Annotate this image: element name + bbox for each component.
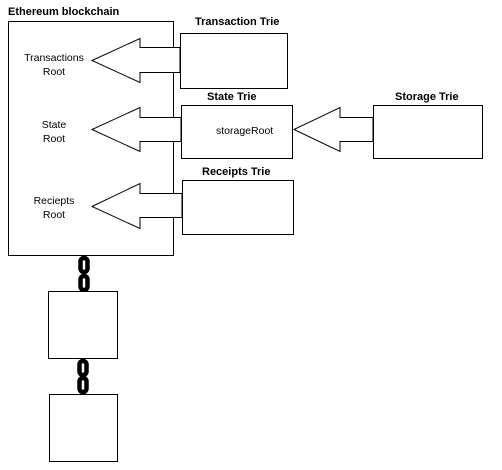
chained-block-2 bbox=[49, 394, 118, 462]
chain-link-1 bbox=[78, 255, 90, 293]
state-root-label-line1: State bbox=[42, 119, 67, 131]
state-trie-title: State Trie bbox=[207, 91, 257, 103]
receipts-trie-box bbox=[182, 180, 294, 235]
state-root-label-line2: Root bbox=[43, 133, 65, 145]
storage-trie-box bbox=[373, 105, 483, 159]
chain-link-2 bbox=[77, 358, 89, 395]
transactions-root-arrow bbox=[90, 37, 181, 84]
storage-root-label: storageRoot bbox=[216, 125, 273, 137]
main-block-title: Ethereum blockchain bbox=[8, 6, 120, 18]
storage-trie-title: Storage Trie bbox=[395, 91, 459, 103]
chained-block-1 bbox=[48, 291, 118, 359]
transactions-root-label-line1: Transactions bbox=[24, 52, 84, 64]
transactions-root-label-line2: Root bbox=[43, 66, 65, 78]
state-trie-box bbox=[181, 105, 293, 159]
transaction-trie-title: Transaction Trie bbox=[195, 16, 279, 28]
receipts-root-label-line1: Reciepts bbox=[34, 195, 75, 207]
receipts-trie-title: Receipts Trie bbox=[202, 166, 270, 178]
storage-root-arrow bbox=[292, 106, 374, 153]
state-root-arrow bbox=[90, 106, 182, 153]
transaction-trie-box bbox=[180, 33, 288, 89]
receipts-root-arrow bbox=[90, 182, 183, 230]
receipts-root-label-line2: Root bbox=[43, 209, 65, 221]
